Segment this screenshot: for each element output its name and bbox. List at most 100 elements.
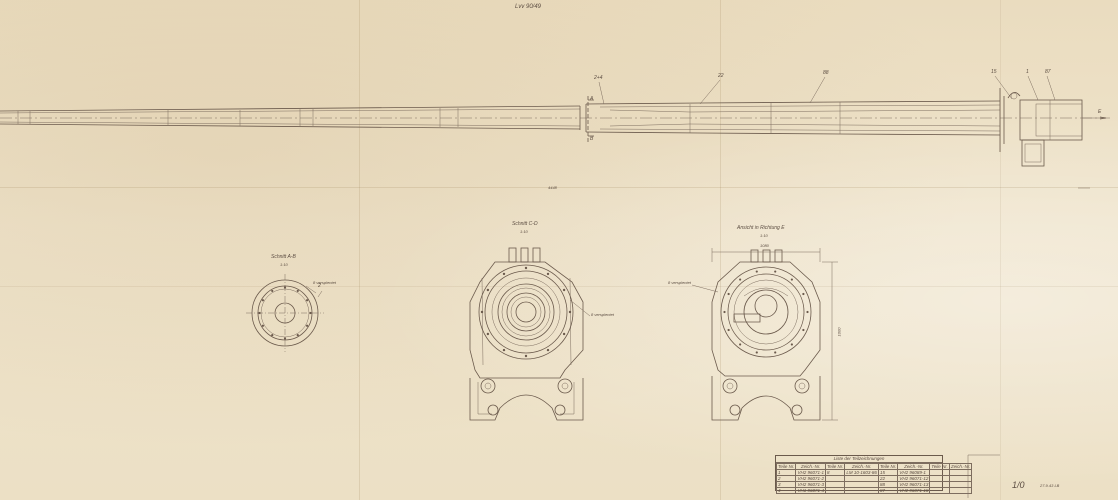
bolt-hole <box>486 332 490 336</box>
header-cell: Teile Nr. <box>775 463 797 470</box>
table-cell <box>824 487 846 494</box>
barrel-callout: 87 <box>1045 69 1051 75</box>
table-cell: VH2 96071-3 <box>795 481 826 488</box>
bolt-hole <box>283 337 287 340</box>
bolt-hole <box>480 310 484 314</box>
view-e-drawing <box>691 248 838 421</box>
bolt-hole <box>283 286 287 289</box>
fold-line <box>0 286 1118 287</box>
parts-list-grid: Teile Nr. Zeich.-Nr. Teile Nr. Zeich.-Nr… <box>775 463 973 494</box>
table-cell: VH1 96071-4 <box>795 487 826 494</box>
bolt-hole <box>802 292 805 296</box>
bolt-hole <box>546 348 550 352</box>
bolt-hole <box>790 278 793 281</box>
bolt-hole <box>309 311 312 315</box>
bolt-hole <box>727 328 730 332</box>
view-e-title: Ansicht in Richtung E <box>737 225 785 231</box>
fold-line <box>0 187 1118 188</box>
bolt-hole <box>755 351 758 354</box>
view-e-bolt-circle <box>723 270 809 354</box>
view-e-dim-top: 1080 <box>760 243 769 248</box>
section-cd-note: 8 versplentet <box>591 312 614 317</box>
barrel-callout: 88 <box>823 70 829 76</box>
table-cell <box>948 487 973 494</box>
bolt-hole <box>296 289 299 293</box>
view-e-note: 8 versplentet <box>668 280 691 285</box>
section-cd-scale: 1:10 <box>520 229 528 234</box>
bolt-hole <box>502 272 506 276</box>
parts-list-title: Liste der Teilzeichnungen <box>776 456 942 463</box>
section-cd-bolt-circle <box>480 266 572 358</box>
bolt-hole <box>305 299 309 302</box>
header-cell: Teile Nr. <box>877 463 899 470</box>
table-cell: VH2 96071-1 <box>795 469 826 476</box>
parts-list-table: Liste der Teilzeichnungen Teile Nr. Zeic… <box>775 455 973 494</box>
barrel-drawing <box>0 75 1110 189</box>
table-cell: VH2 96071-18 <box>897 487 931 494</box>
section-ab-scale: 1:10 <box>280 262 288 267</box>
section-ab-callout: 2 <box>318 283 321 289</box>
fold-line <box>359 0 360 500</box>
table-cell: LM 10-1603-86 <box>844 469 879 476</box>
header-note: Lvv 90/49 <box>515 4 542 10</box>
bolt-hole <box>261 299 265 302</box>
center-note: 4448 <box>548 185 557 190</box>
section-ab-drawing <box>246 274 324 352</box>
bolt-hole <box>502 348 506 352</box>
header-cell: Teile Nr. <box>929 463 950 470</box>
section-ab-bolt-circle <box>258 286 312 340</box>
sheet-mark: 1/0 <box>1012 480 1025 490</box>
bolt-hole <box>305 324 309 327</box>
bolt-hole <box>774 351 777 354</box>
view-mark-e: E <box>1098 109 1102 115</box>
table-row: 1 VH2 96071-1 8 LM 10-1603-86 15 VH2 960… <box>775 469 973 476</box>
table-row: 4 VH1 96071-4 87 VH2 96071-18 <box>775 487 973 494</box>
bolt-hole <box>562 332 566 336</box>
table-cell: VH2 96071-13 <box>897 481 931 488</box>
bolt-hole <box>755 270 758 273</box>
section-cd-drawing <box>469 247 591 421</box>
barrel-callout: 2+4 <box>594 75 603 81</box>
fold-line <box>720 0 721 500</box>
barrel-callout: 22 <box>718 73 724 79</box>
bolt-hole <box>568 310 572 314</box>
table-cell: 87 <box>877 487 899 494</box>
table-cell: 4 <box>775 487 797 494</box>
bolt-hole <box>802 328 805 332</box>
bolt-hole <box>524 266 528 270</box>
bolt-hole <box>486 288 490 292</box>
bolt-hole <box>524 354 528 358</box>
section-ab-title: Schnitt A-B <box>271 254 296 260</box>
section-mark-a: A <box>590 96 594 102</box>
table-cell: VH2 96089-1 <box>897 469 931 476</box>
bolt-hole <box>271 289 274 293</box>
bolt-hole <box>739 343 742 346</box>
bolt-hole <box>727 292 730 296</box>
section-cd-title: Schnitt C-D <box>512 221 538 227</box>
bolt-hole <box>562 288 566 292</box>
table-cell <box>844 487 879 494</box>
table-cell: VH2 96071-2 <box>795 475 826 482</box>
section-mark-b: B <box>590 136 594 142</box>
bolt-hole <box>806 310 809 314</box>
section-ab-note: 8 versplentet <box>313 280 336 285</box>
approval-stamp: 27.9.43 LB <box>1040 483 1060 488</box>
bolt-hole <box>258 311 261 315</box>
bolt-hole <box>296 333 299 337</box>
view-e-dim-side: 1000 <box>836 327 842 337</box>
bolt-hole <box>790 343 793 346</box>
table-cell: VH2 96071-12 <box>897 475 931 482</box>
view-e-scale: 1:10 <box>760 233 768 238</box>
bolt-hole <box>546 272 550 276</box>
bolt-hole <box>261 324 265 327</box>
bolt-hole <box>774 270 777 273</box>
bolt-hole <box>271 333 274 337</box>
fold-line <box>1000 0 1001 500</box>
table-cell <box>929 487 950 494</box>
corner-marks <box>967 454 1000 498</box>
barrel-callout: 1 <box>1026 69 1029 75</box>
bolt-hole <box>723 310 726 314</box>
barrel-callout: 15 <box>991 69 997 75</box>
